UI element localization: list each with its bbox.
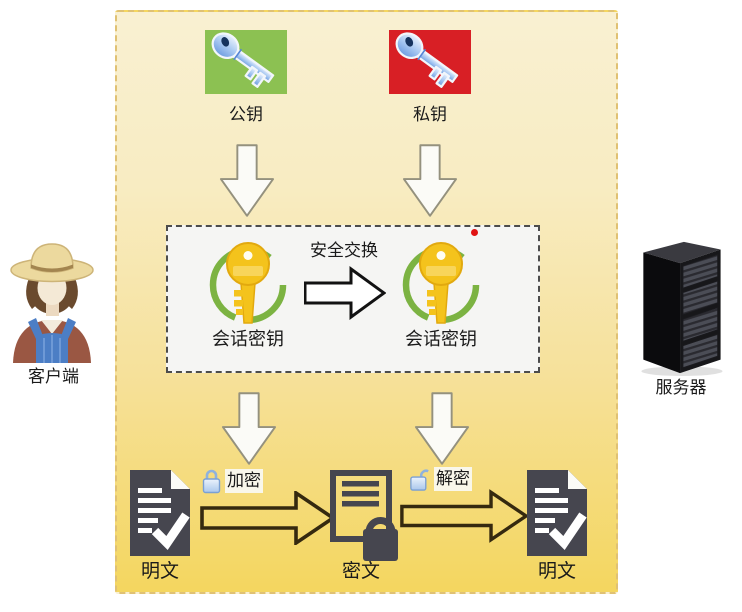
session-key-label-client: 会话密钥 xyxy=(212,329,284,350)
public-key-label: 公钥 xyxy=(229,105,263,125)
plaintext-document-icon-left xyxy=(130,470,190,556)
down-arrow-encrypt xyxy=(221,392,277,465)
red-marker-dot xyxy=(471,229,478,236)
plaintext-document-icon-right xyxy=(527,470,587,556)
decrypt-flow-arrow xyxy=(400,489,528,543)
encrypt-badge: 加密 xyxy=(199,467,263,494)
encrypt-flow-arrow xyxy=(200,491,335,545)
decrypt-label: 解密 xyxy=(434,467,472,491)
encrypt-label: 加密 xyxy=(225,469,263,493)
down-arrow-public xyxy=(219,144,275,217)
down-arrow-private xyxy=(402,144,458,217)
ciphertext-document-icon xyxy=(330,470,398,561)
session-key-icon-client xyxy=(209,242,287,324)
client-label: 客户端 xyxy=(28,367,79,387)
down-arrow-decrypt xyxy=(414,392,470,465)
plaintext-label-right: 明文 xyxy=(537,560,576,582)
public-key-tile xyxy=(205,30,287,94)
session-key-icon-server xyxy=(402,242,480,324)
ciphertext-label: 密文 xyxy=(341,560,380,582)
private-key-icon xyxy=(395,32,459,88)
client-avatar-icon xyxy=(10,243,94,363)
public-key-icon xyxy=(211,32,275,88)
plaintext-label-left: 明文 xyxy=(140,560,179,582)
secure-exchange-label: 安全交换 xyxy=(310,241,378,261)
session-key-label-server: 会话密钥 xyxy=(405,329,477,350)
server-label: 服务器 xyxy=(655,378,707,398)
private-key-tile xyxy=(389,30,471,94)
session-exchange-box xyxy=(166,225,540,373)
decrypt-badge: 解密 xyxy=(408,465,472,492)
secure-exchange-arrow xyxy=(304,266,386,320)
open-lock-icon xyxy=(410,469,429,491)
server-rack-icon xyxy=(641,241,723,377)
main-flow-box: 公钥 私钥 xyxy=(115,10,618,594)
closed-lock-icon xyxy=(202,469,221,494)
private-key-label: 私钥 xyxy=(413,105,447,125)
